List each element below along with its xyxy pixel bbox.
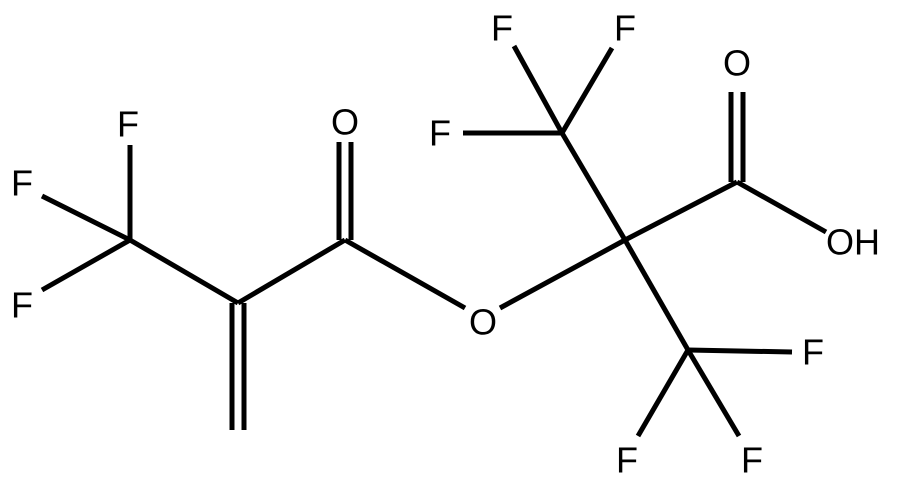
atom-label-f3: F (11, 285, 33, 326)
atom-label-f5: F (614, 8, 636, 49)
bond-c7-f7 (687, 347, 793, 355)
atom-label-o-ester: O (469, 302, 497, 343)
atom-label-f7: F (802, 332, 824, 373)
atom-label-o-carbonyl-acid: O (723, 43, 751, 84)
atom-label-f1: F (117, 104, 139, 145)
bond-c1-c2 (128, 237, 240, 306)
bond-c5-f5 (559, 46, 615, 135)
bond-f2-c1 (40, 193, 132, 243)
bond-c4-c6 (623, 179, 739, 243)
atom-label-f4: F (491, 8, 513, 49)
bond-c5-f4 (511, 44, 565, 135)
bond-c6-oh (735, 179, 828, 235)
bond-c4-c7 (622, 238, 691, 352)
atom-label-oh: OH (826, 222, 880, 263)
atom-label-f2: F (11, 163, 33, 204)
bond-c7-f8 (635, 348, 691, 438)
bond-f3-c1 (40, 237, 132, 293)
atom-label-f9: F (741, 440, 763, 481)
bond-o-ester-c4 (498, 237, 627, 311)
atom-label-f6: F (429, 113, 451, 154)
bond-c2-c3 (236, 237, 347, 306)
atom-label-o-carbonyl-ester: O (331, 102, 359, 143)
bond-c3-o-ester (343, 237, 467, 311)
bond-c4-c5 (559, 131, 628, 242)
bond-c7-f9 (685, 348, 742, 438)
atom-label-f8: F (616, 440, 638, 481)
